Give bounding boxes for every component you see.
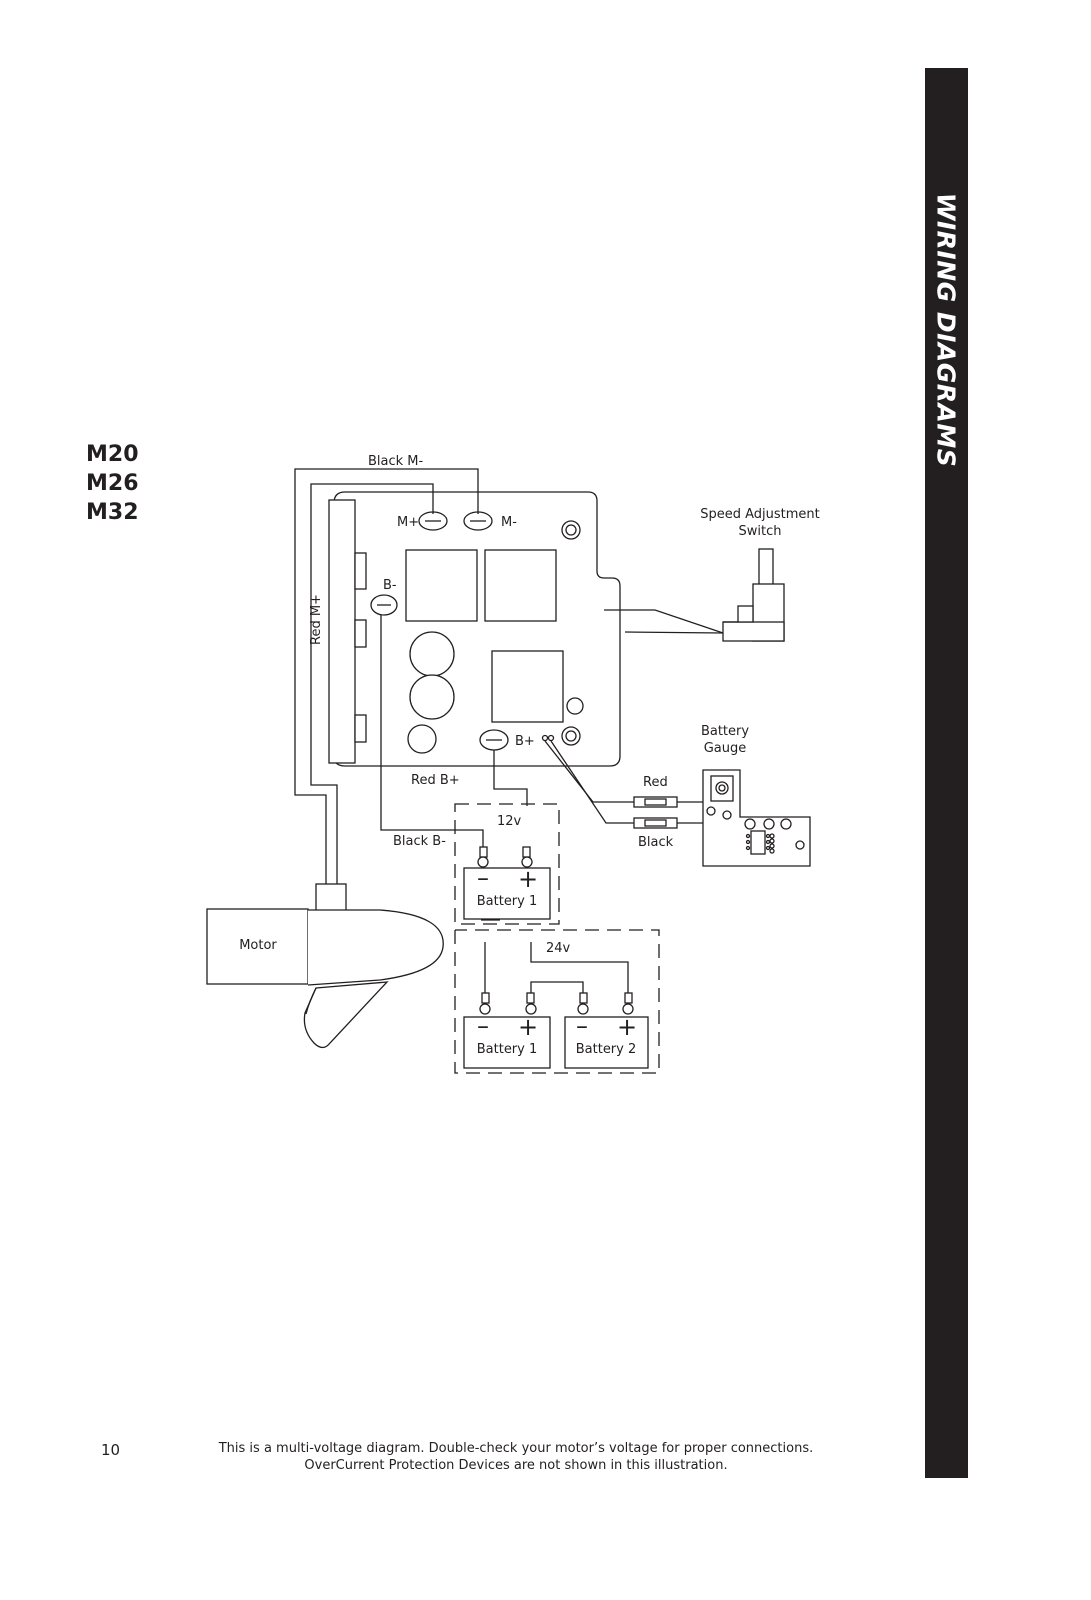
gauge-pin (547, 734, 555, 742)
label-red-b-plus: Red B+ (411, 773, 460, 788)
battery-minus-sign: – (576, 1012, 588, 1040)
label-speed-switch: Speed Adjustment (700, 507, 820, 522)
battery-plus-sign: + (617, 1013, 637, 1041)
relay-component (484, 549, 557, 622)
wire-speed-switch (624, 631, 724, 634)
label-battery-1: Battery 1 (477, 894, 538, 909)
wire-24v-pos (530, 942, 629, 995)
speed-switch-shaft (758, 548, 774, 586)
page-number: 10 (101, 1441, 121, 1459)
mount-hole-inner (565, 524, 577, 536)
model-list: M20 M26 M32 (86, 440, 139, 527)
label-battery-2: Battery 2 (576, 1042, 637, 1057)
label-battery-gauge: Battery (701, 724, 749, 739)
chip-component (491, 650, 564, 723)
wire-24v-series (530, 981, 584, 995)
label-battery-1: Battery 1 (477, 1042, 538, 1057)
wire-speed-switch (604, 609, 724, 634)
model-name: M32 (86, 500, 139, 525)
battery-plus-sign: + (518, 1013, 538, 1041)
wire-black-m-minus (294, 468, 479, 884)
group-12v (454, 803, 560, 925)
label-12v: 12v (497, 814, 522, 829)
label-motor: Motor (239, 938, 277, 953)
footnote: This is a multi-voltage diagram. Double-… (206, 1440, 826, 1474)
heat-sink-tab (354, 714, 367, 743)
model-name: M26 (86, 471, 139, 496)
motor-shaft-collar (315, 883, 347, 913)
battery-24v-2 (564, 1016, 649, 1069)
battery-24v-1 (463, 1016, 551, 1069)
sidebar-bar (925, 68, 968, 1478)
label-black-m-minus: Black M- (368, 454, 424, 469)
label-speed-switch: Switch (739, 524, 782, 539)
wire-black-b-minus (380, 615, 484, 847)
speed-switch-base (722, 621, 785, 642)
battery-plus-sign: + (518, 865, 538, 893)
gauge-pin (541, 734, 549, 742)
label-black-b-minus: Black B- (393, 834, 446, 849)
capacitor (409, 631, 455, 677)
label-m-minus: M- (501, 515, 517, 530)
label-m-plus: M+ (397, 515, 419, 530)
wire-red-m-plus (310, 483, 434, 884)
label-battery-gauge: Gauge (704, 741, 747, 756)
mount-hole-small (566, 697, 584, 715)
battery-12v (463, 867, 551, 920)
motor-housing (307, 909, 444, 986)
heat-sink-tab (354, 552, 367, 590)
label-b-minus: B- (383, 578, 397, 593)
heat-sink-tab (354, 619, 367, 648)
label-black: Black (638, 835, 674, 850)
label-red: Red (643, 775, 668, 790)
battery-minus-sign: – (477, 1012, 489, 1040)
wire-red-b-plus (493, 750, 528, 806)
label-red-m-plus: Red M+ (309, 594, 324, 645)
motor-skeg (303, 981, 389, 1049)
label-b-plus: B+ (515, 734, 535, 749)
mount-hole-inner (565, 730, 577, 742)
battery-minus-sign: – (477, 864, 489, 892)
group-24v (454, 929, 660, 1074)
capacitor (409, 674, 455, 720)
heat-sink (328, 499, 356, 764)
footnote-line: This is a multi-voltage diagram. Double-… (218, 1441, 814, 1456)
model-name: M20 (86, 442, 139, 467)
wire-gauge-red (544, 740, 703, 803)
label-24v: 24v (546, 941, 571, 956)
relay-component (405, 549, 478, 622)
footnote-line: OverCurrent Protection Devices are not s… (304, 1458, 728, 1473)
capacitor-small (407, 724, 437, 754)
wire-gauge-black (550, 740, 703, 824)
